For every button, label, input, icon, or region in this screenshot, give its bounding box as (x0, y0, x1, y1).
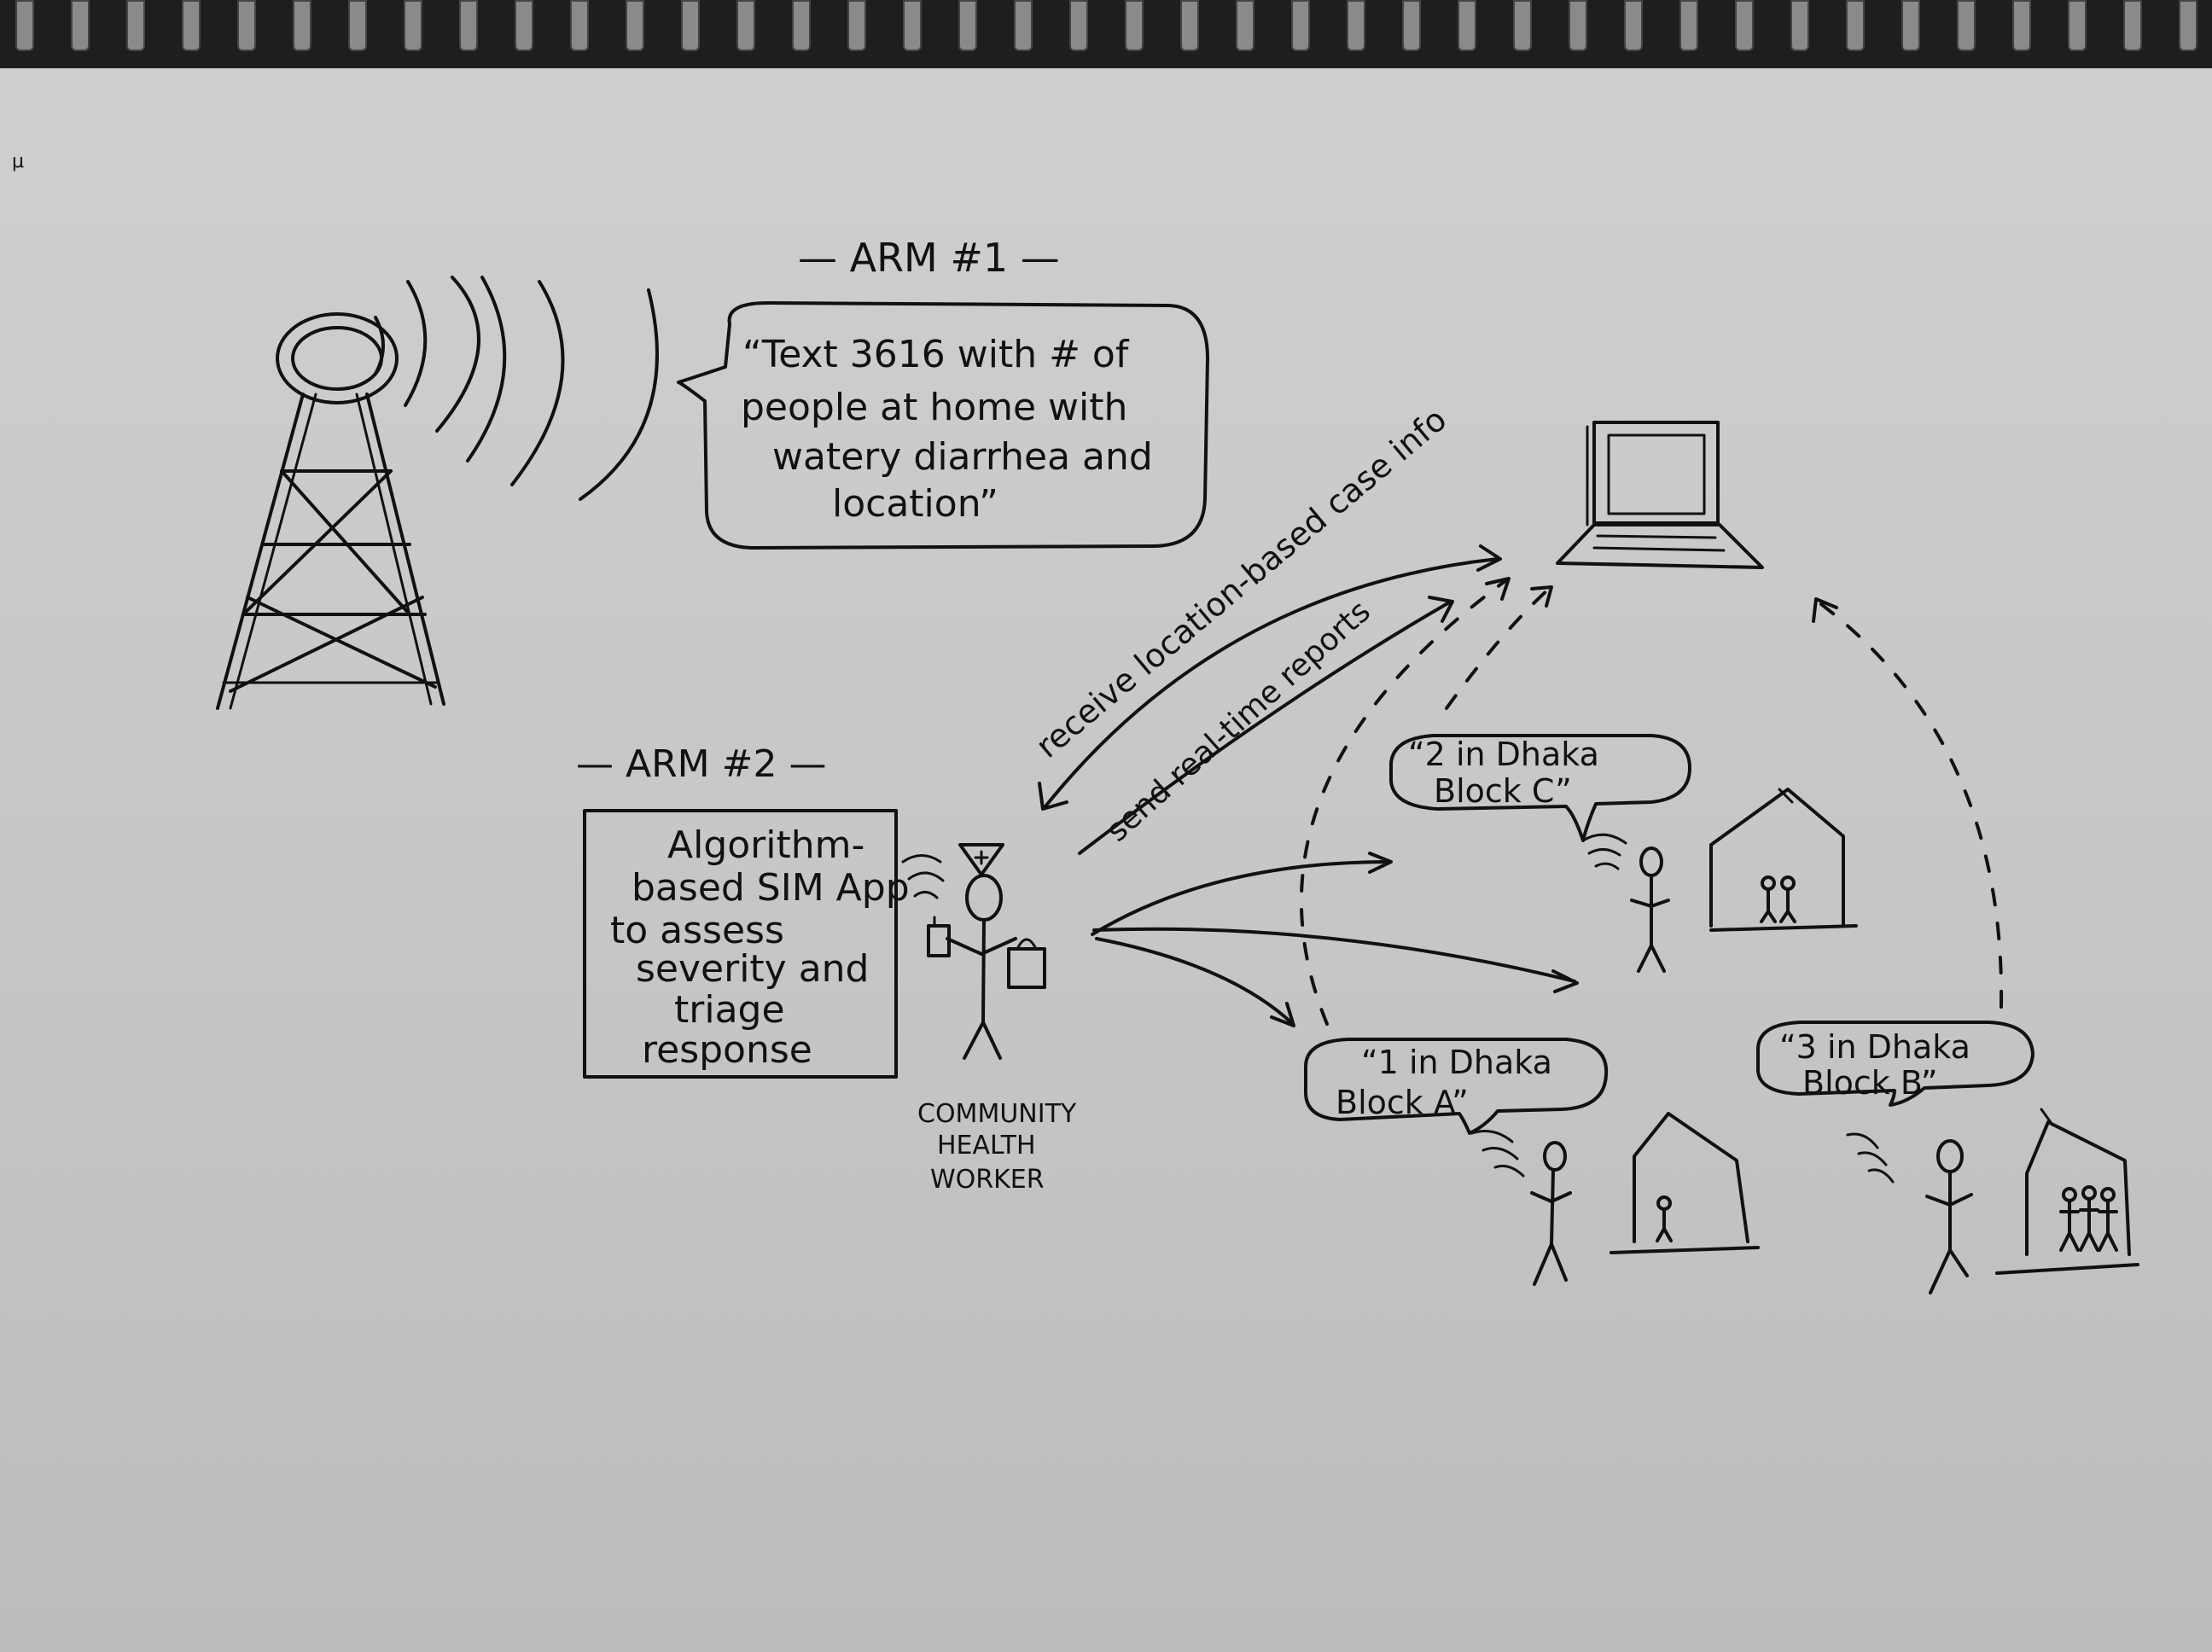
arm2-heading: — ARM #2 — (576, 742, 826, 786)
sim-app-box: Algorithm- based SIM App to assess sever… (583, 809, 922, 1079)
phone-icon (901, 854, 951, 957)
spiral-coil (15, 0, 34, 51)
spiral-coil (1957, 0, 1976, 51)
spiral-coil (958, 0, 977, 51)
spiral-coil (681, 0, 700, 51)
receive-arrow (1038, 544, 1502, 811)
bag-icon (1007, 938, 1046, 989)
chw-label: COMMUNITY HEALTH WORKER (917, 1099, 1085, 1195)
spiral-coil (1014, 0, 1033, 51)
block-a-text: “1 in Dhaka Block A” (1336, 1044, 1563, 1121)
spiral-coil (1236, 0, 1254, 51)
spiral-coil (126, 0, 145, 51)
resident-figure-block-c (1581, 833, 1670, 973)
house-icon-block-b (1995, 1108, 2139, 1275)
send-arrow-label: send real-time reports (1100, 594, 1377, 849)
spiral-coil (1624, 0, 1643, 51)
spiral-coil (293, 0, 311, 51)
sim-app-text: Algorithm- based SIM App to assess sever… (610, 823, 922, 1072)
arm1-bubble-text: “Text 3616 with # of people at home with… (741, 333, 1165, 526)
block-b-text: “3 in Dhaka Block B” (1779, 1028, 1981, 1102)
resident-figure-block-b (1846, 1132, 1973, 1294)
spiral-coil (1569, 0, 1587, 51)
arm1-speech-bubble: “Text 3616 with # of people at home with… (677, 301, 1209, 550)
spiral-coil (1125, 0, 1144, 51)
spiral-coil (2068, 0, 2087, 51)
health-worker-figure (946, 843, 1017, 1060)
spiral-coil (404, 0, 422, 51)
spiral-coil (1901, 0, 1920, 51)
outreach-arrows (1091, 852, 1579, 1027)
spiral-coil (1402, 0, 1421, 51)
spiral-coil (1069, 0, 1088, 51)
spiral-coil (626, 0, 644, 51)
dashed-report-arrows (1299, 577, 2004, 1026)
spiral-coil (237, 0, 256, 51)
spiral-coil (1291, 0, 1310, 51)
spiral-binding (0, 0, 2212, 68)
spiral-coil (182, 0, 201, 51)
spiral-coil (515, 0, 533, 51)
spiral-coil (71, 0, 90, 51)
spiral-coil (792, 0, 811, 51)
report-bubble-block-c: “2 in Dhaka Block C” (1389, 734, 1691, 842)
house-icon-block-a (1610, 1112, 1760, 1254)
spiral-coil (903, 0, 922, 51)
spiral-coil (1735, 0, 1754, 51)
spiral-coil (736, 0, 755, 51)
spiral-coil (2123, 0, 2142, 51)
spiral-coil (2012, 0, 2031, 51)
laptop-icon (1556, 421, 1764, 569)
report-bubble-block-a: “1 in Dhaka Block A” (1304, 1038, 1609, 1135)
signal-waves-icon (374, 276, 659, 501)
spiral-coil (1846, 0, 1865, 51)
spiral-coil (1790, 0, 1809, 51)
spiral-coil (348, 0, 367, 51)
spiral-coil (1180, 0, 1199, 51)
spiral-coil (2179, 0, 2197, 51)
spiral-coil (459, 0, 478, 51)
spiral-coil (847, 0, 866, 51)
send-arrow (1078, 596, 1454, 855)
cell-tower-icon (216, 312, 445, 710)
spiral-coil (1513, 0, 1532, 51)
spiral-coil (570, 0, 589, 51)
block-c-text: “2 in Dhaka Block C” (1408, 736, 1610, 810)
resident-figure-block-a (1470, 1130, 1572, 1286)
report-bubble-block-b: “3 in Dhaka Block B” (1756, 1021, 2034, 1107)
spiral-coil (1458, 0, 1476, 51)
arm1-heading: — ARM #1 — (798, 235, 1060, 281)
spiral-coil (1679, 0, 1698, 51)
spiral-coil (1347, 0, 1365, 51)
corner-mark: μ (12, 151, 24, 172)
house-icon-block-c (1709, 788, 1858, 932)
